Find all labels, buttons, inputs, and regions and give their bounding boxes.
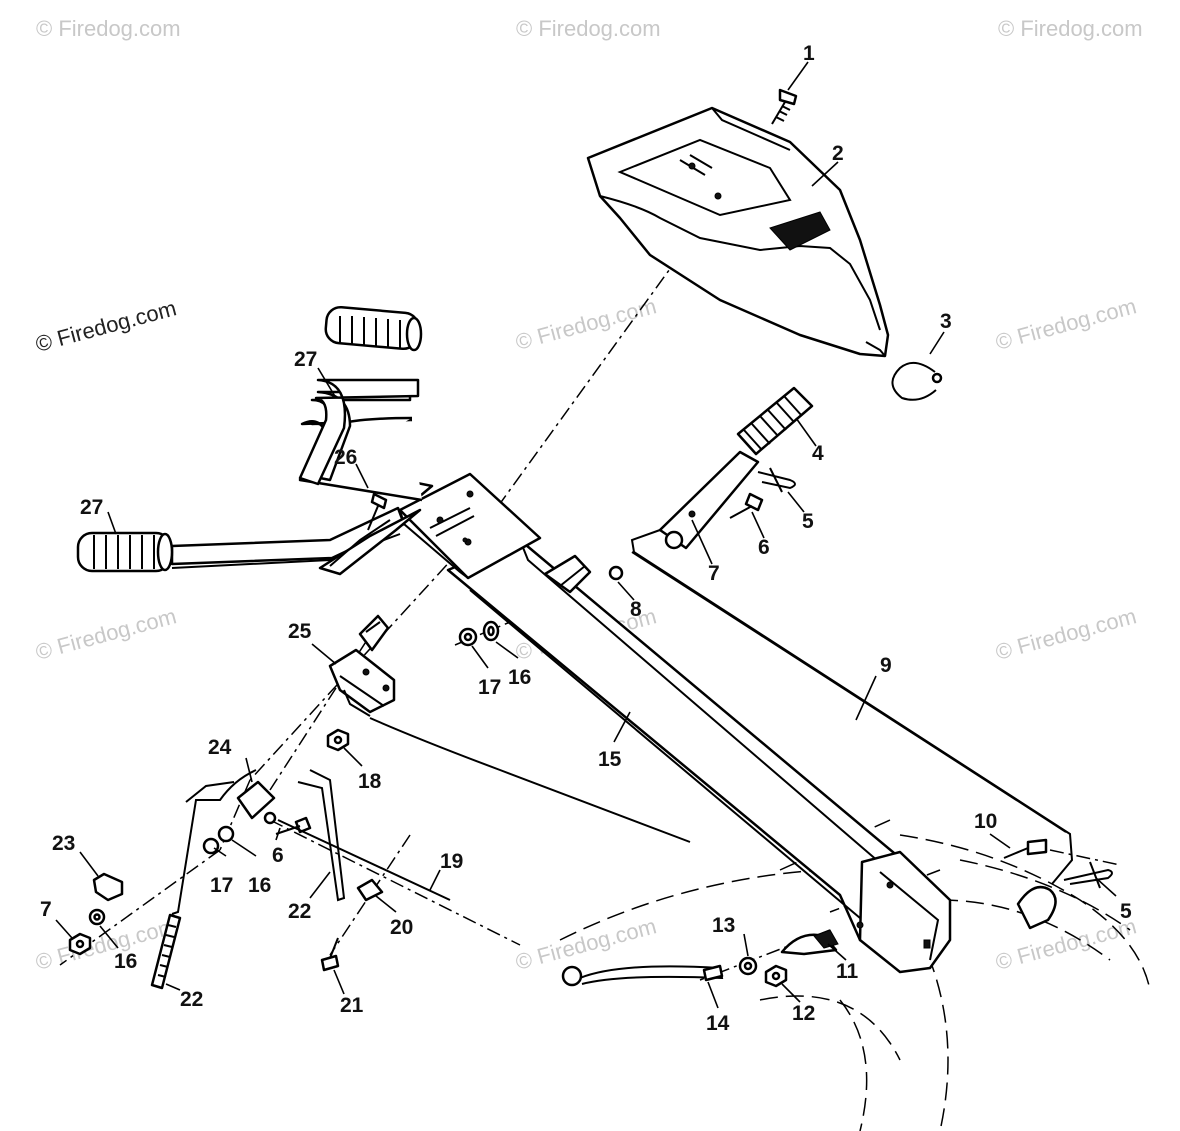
retaining-ring-part-3 bbox=[891, 361, 943, 401]
callout-2: 2 bbox=[832, 142, 844, 165]
callout-13: 13 bbox=[712, 914, 735, 937]
bolt-part-21 bbox=[320, 937, 340, 972]
shift-rod-part-9 bbox=[630, 529, 1074, 885]
bracket-part-8 bbox=[543, 554, 624, 594]
callout-15: 15 bbox=[598, 748, 622, 771]
callout-1: 1 bbox=[803, 42, 815, 65]
callout-23: 23 bbox=[52, 832, 75, 855]
watermark: © Firedog.com bbox=[993, 603, 1139, 665]
gear-part-11 bbox=[780, 929, 839, 956]
callout-25: 25 bbox=[288, 620, 312, 643]
callout-5: 5 bbox=[1120, 900, 1132, 923]
washers-part-16-17 bbox=[458, 620, 500, 647]
leader-lines bbox=[55, 61, 1117, 1009]
callout-17: 17 bbox=[210, 874, 233, 897]
callout-21: 21 bbox=[340, 994, 364, 1017]
screw-part-26 bbox=[367, 492, 388, 531]
screw-part-1 bbox=[771, 88, 798, 125]
callout-20: 20 bbox=[390, 916, 413, 939]
callout-6: 6 bbox=[758, 536, 770, 559]
callout-19: 19 bbox=[440, 850, 463, 873]
callout-26: 26 bbox=[334, 446, 357, 469]
handlebar-tube bbox=[170, 378, 422, 576]
lever-knob-part-4 bbox=[736, 386, 814, 456]
shift-lever-part-7 bbox=[658, 450, 760, 550]
callout-7: 7 bbox=[708, 562, 720, 585]
grip-part-22-lower bbox=[150, 913, 182, 990]
watermark: © Firedog.com bbox=[513, 293, 659, 355]
watermark: © Firedog.com bbox=[998, 16, 1143, 41]
callout-17: 17 bbox=[478, 676, 501, 699]
hairpin-part-5-top bbox=[757, 467, 796, 493]
callout-7: 7 bbox=[40, 898, 52, 921]
control-bracket-part-25 bbox=[328, 614, 396, 717]
watermark: © Firedog.com bbox=[993, 293, 1139, 355]
watermark: © Firedog.com bbox=[33, 295, 179, 357]
callout-16: 16 bbox=[114, 950, 137, 973]
clip-part-20 bbox=[356, 878, 384, 902]
callout-16: 16 bbox=[508, 666, 531, 689]
callout-18: 18 bbox=[358, 770, 382, 793]
callout-14: 14 bbox=[706, 1012, 730, 1035]
nut-part-18 bbox=[326, 728, 350, 752]
grip-part-27-lower bbox=[76, 531, 174, 573]
watermark: © Firedog.com bbox=[33, 603, 179, 665]
bolt-part-10 bbox=[1003, 838, 1048, 859]
watermark: © Firedog.com bbox=[36, 16, 181, 41]
main-handle-tube-part-15 bbox=[446, 538, 952, 974]
watermark: © Firedog.com bbox=[516, 16, 661, 41]
callout-10: 10 bbox=[974, 810, 997, 833]
watermark: © Firedog.com bbox=[513, 913, 659, 975]
callout-12: 12 bbox=[792, 1002, 815, 1025]
handle-panel-cover bbox=[586, 106, 890, 358]
callout-6: 6 bbox=[272, 844, 284, 867]
bracket-part-23 bbox=[92, 872, 124, 902]
bolt-part-6-top bbox=[729, 492, 764, 519]
callout-27: 27 bbox=[294, 348, 317, 371]
bolt-part-6-lower bbox=[263, 811, 312, 835]
grip-part-27-upper bbox=[324, 305, 423, 352]
lever-rod-part-14 bbox=[561, 964, 724, 987]
callout-24: 24 bbox=[208, 736, 232, 759]
callout-5: 5 bbox=[802, 510, 814, 533]
callout-22: 22 bbox=[288, 900, 311, 923]
callout-4: 4 bbox=[812, 442, 824, 465]
watermark: © Firedog.com bbox=[993, 913, 1139, 975]
callout-16: 16 bbox=[248, 874, 271, 897]
washer-part-16-lower bbox=[88, 908, 106, 926]
control-cable bbox=[369, 717, 691, 843]
washer-part-13 bbox=[738, 956, 758, 976]
nut-part-12 bbox=[764, 964, 788, 988]
callout-11: 11 bbox=[836, 960, 859, 983]
spring-part-19 bbox=[277, 819, 451, 901]
callout-8: 8 bbox=[630, 598, 642, 621]
callout-22: 22 bbox=[180, 988, 203, 1011]
callout-9: 9 bbox=[880, 654, 892, 677]
callout-labels: 1 2 3 4 5 6 7 8 9 10 5 11 12 13 14 15 16… bbox=[40, 42, 1132, 1035]
callout-3: 3 bbox=[940, 310, 952, 333]
link-part-24 bbox=[202, 780, 276, 855]
hairpin-part-5-bottom bbox=[1016, 861, 1113, 930]
callout-27: 27 bbox=[80, 496, 103, 519]
nut-part-7-lower bbox=[68, 932, 92, 956]
